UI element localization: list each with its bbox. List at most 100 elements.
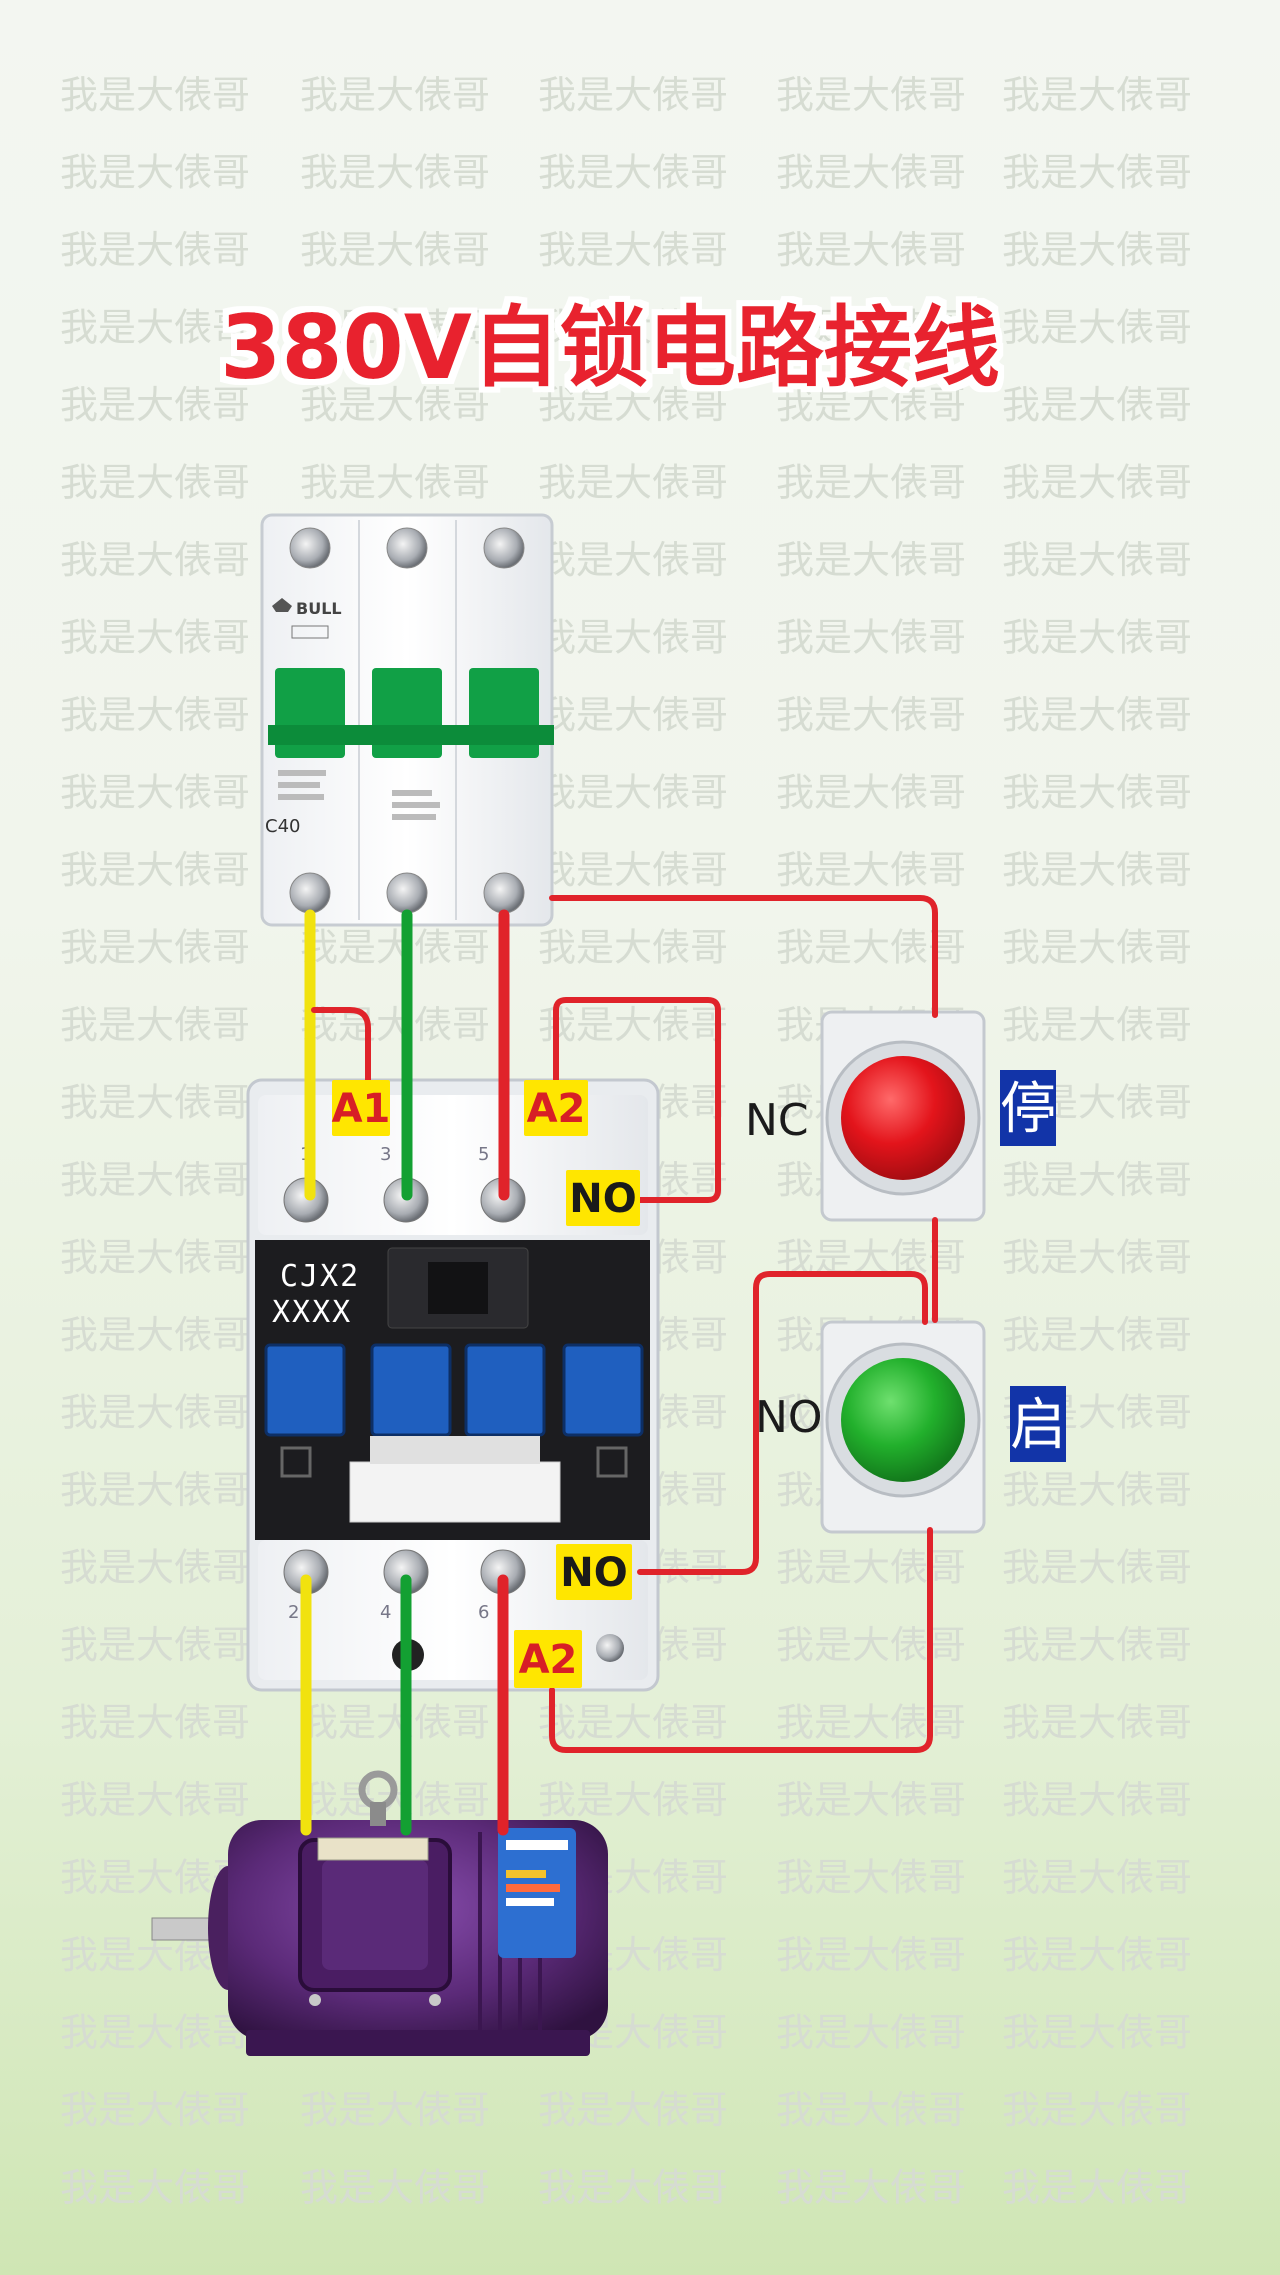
watermark-text: 我是大俵哥 xyxy=(776,693,966,737)
breaker-bottom-screw xyxy=(483,872,525,914)
watermark-text: 我是大俵哥 xyxy=(60,1778,250,1822)
tag-a2-top: A2 xyxy=(524,1080,588,1136)
watermark-text: 我是大俵哥 xyxy=(60,1468,250,1512)
watermark-text: 我是大俵哥 xyxy=(60,73,250,117)
watermark-text: 我是大俵哥 xyxy=(1002,383,1192,427)
terminal-number: 5 xyxy=(478,1144,489,1165)
watermark-text: 我是大俵哥 xyxy=(300,461,490,505)
watermark-text: 我是大俵哥 xyxy=(776,2011,966,2055)
watermark-text: 我是大俵哥 xyxy=(300,73,490,117)
contactor-window xyxy=(464,1343,546,1437)
watermark-text: 我是大俵哥 xyxy=(60,461,250,505)
terminal-number: 3 xyxy=(380,1144,391,1165)
watermark-text: 我是大俵哥 xyxy=(1002,2166,1192,2210)
terminal-number: 2 xyxy=(288,1602,299,1623)
start-label: 启 xyxy=(1010,1393,1066,1458)
contactor-window xyxy=(264,1343,346,1437)
watermark-text: 我是大俵哥 xyxy=(538,1003,728,1047)
svg-text:A2: A2 xyxy=(527,1086,586,1132)
watermark-text: 我是大俵哥 xyxy=(60,1546,250,1590)
watermark-text: 我是大俵哥 xyxy=(1002,771,1192,815)
watermark-text: 我是大俵哥 xyxy=(1002,151,1192,195)
watermark-text: 我是大俵哥 xyxy=(300,926,490,970)
watermark-text: 我是大俵哥 xyxy=(60,1391,250,1435)
start-button xyxy=(820,1320,986,1534)
watermark-text: 我是大俵哥 xyxy=(1002,2088,1192,2132)
watermark-text: 我是大俵哥 xyxy=(776,1623,966,1667)
watermark-text: 我是大俵哥 xyxy=(60,616,250,660)
watermark-text: 我是大俵哥 xyxy=(60,848,250,892)
start-button-cap xyxy=(841,1358,965,1482)
svg-text:NO: NO xyxy=(569,1176,636,1222)
watermark-text: 我是大俵哥 xyxy=(776,771,966,815)
watermark-text: 我是大俵哥 xyxy=(60,2166,250,2210)
watermark-text: 我是大俵哥 xyxy=(776,461,966,505)
breaker-brand: BULL xyxy=(296,599,342,618)
watermark-text: 我是大俵哥 xyxy=(538,306,728,350)
watermark-text: 我是大俵哥 xyxy=(1002,1236,1192,1280)
watermark-text: 我是大俵哥 xyxy=(776,151,966,195)
watermark-text: 我是大俵哥 xyxy=(60,1158,250,1202)
contactor-window xyxy=(562,1343,644,1437)
wiring xyxy=(300,895,938,1836)
watermark-text: 我是大俵哥 xyxy=(538,926,728,970)
watermark-text: 我是大俵哥 xyxy=(1002,848,1192,892)
watermark-text: 我是大俵哥 xyxy=(538,151,728,195)
breaker-top-screw xyxy=(483,527,525,569)
svg-text:NO: NO xyxy=(560,1550,627,1596)
watermark-text: 我是大俵哥 xyxy=(60,306,250,350)
watermark-text: 我是大俵哥 xyxy=(1002,461,1192,505)
watermark-text: 我是大俵哥 xyxy=(60,2011,250,2055)
watermark-text: 我是大俵哥 xyxy=(1002,1623,1192,1667)
breaker-bottom-screw xyxy=(289,872,331,914)
watermark-text: 我是大俵哥 xyxy=(776,616,966,660)
breaker-rating: C40 xyxy=(265,816,300,837)
watermark-text: 我是大俵哥 xyxy=(60,1623,250,1667)
watermark-text: 我是大俵哥 xyxy=(1002,1933,1192,1977)
watermark-text: 我是大俵哥 xyxy=(1002,1158,1192,1202)
watermark-text: 我是大俵哥 xyxy=(776,1933,966,1977)
stop-label: 停 xyxy=(1000,1077,1056,1142)
contactor-model-code: XXXX xyxy=(272,1295,352,1330)
watermark-text: 我是大俵哥 xyxy=(538,2088,728,2132)
circuit-breaker: BULL C40 xyxy=(260,513,554,927)
watermark-text: 我是大俵哥 xyxy=(776,73,966,117)
watermark-text: 我是大俵哥 xyxy=(1002,1701,1192,1745)
watermark-text: 我是大俵哥 xyxy=(776,1856,966,1900)
stop-button xyxy=(820,1010,986,1222)
watermark-text: 我是大俵哥 xyxy=(538,1778,728,1822)
watermark-text: 我是大俵哥 xyxy=(300,151,490,195)
watermark-text: 我是大俵哥 xyxy=(538,461,728,505)
watermark-text: 我是大俵哥 xyxy=(60,693,250,737)
wire-to-stop xyxy=(549,895,938,1018)
stop-button-cap xyxy=(841,1056,965,1180)
breaker-top-screw xyxy=(289,527,331,569)
watermark-text: 我是大俵哥 xyxy=(776,538,966,582)
watermark-text: 我是大俵哥 xyxy=(776,1546,966,1590)
watermark-text: 我是大俵哥 xyxy=(538,228,728,272)
terminal-number: 4 xyxy=(380,1602,391,1623)
watermark-text: 我是大俵哥 xyxy=(776,383,966,427)
watermark-text: 我是大俵哥 xyxy=(300,306,490,350)
watermark-text: 我是大俵哥 xyxy=(776,1701,966,1745)
start-contact-label: NO xyxy=(755,1392,823,1443)
watermark-text: 我是大俵哥 xyxy=(300,2088,490,2132)
watermark-text: 我是大俵哥 xyxy=(1002,616,1192,660)
watermark-text: 我是大俵哥 xyxy=(300,383,490,427)
watermark-text: 我是大俵哥 xyxy=(60,538,250,582)
watermark-text: 我是大俵哥 xyxy=(538,771,728,815)
wire-start-to-a2 xyxy=(549,1527,933,1753)
watermark-text: 我是大俵哥 xyxy=(300,228,490,272)
watermark-text: 我是大俵哥 xyxy=(538,848,728,892)
watermark-text: 我是大俵哥 xyxy=(60,383,250,427)
watermark-text: 我是大俵哥 xyxy=(1002,1003,1192,1047)
watermark-text: 我是大俵哥 xyxy=(776,306,966,350)
watermark-text: 我是大俵哥 xyxy=(1002,306,1192,350)
motor-plate xyxy=(317,1837,429,1861)
watermark-text: 我是大俵哥 xyxy=(1002,2011,1192,2055)
tag-a1: A1 xyxy=(332,1080,390,1136)
wire-a1-coil xyxy=(311,1007,371,1088)
watermark-text: 我是大俵哥 xyxy=(300,2166,490,2210)
